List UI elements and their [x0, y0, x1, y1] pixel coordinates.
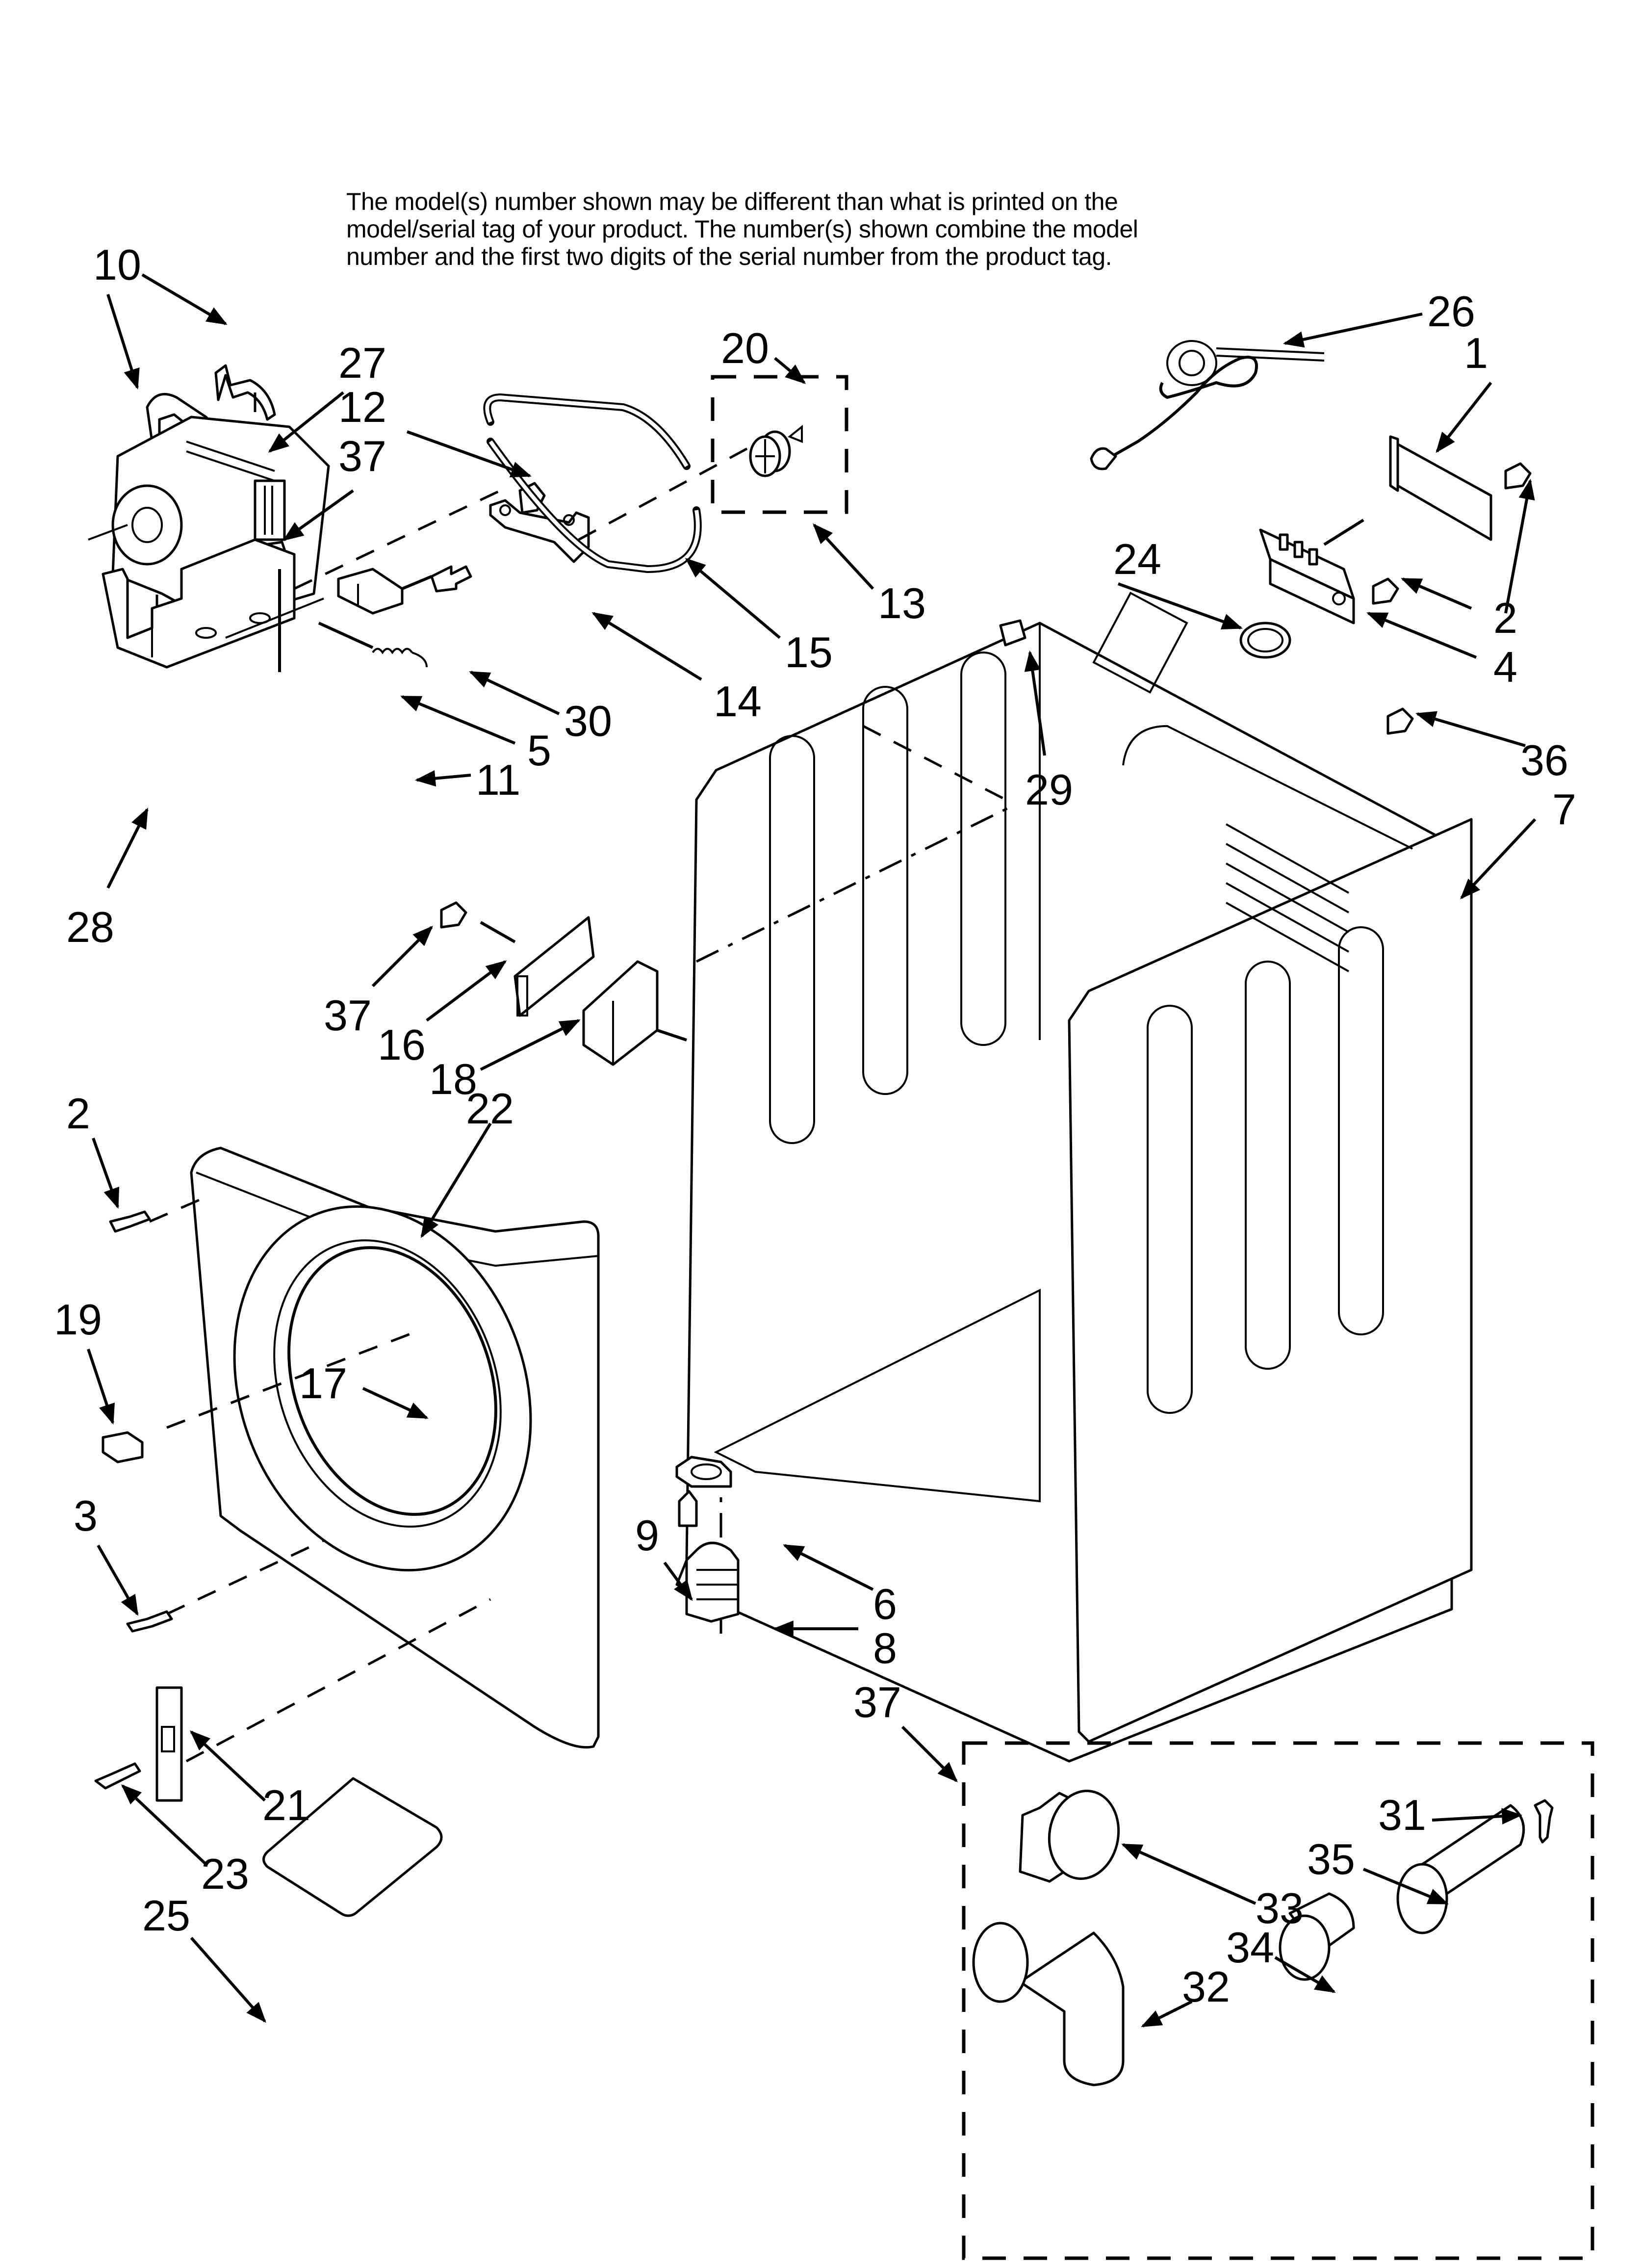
callout-22: 22 — [466, 1084, 514, 1133]
cord-clamp[interactable] — [1239, 622, 1291, 659]
callout-4: 4 — [1493, 643, 1517, 691]
terminal-block-cover[interactable] — [1389, 435, 1492, 541]
callout-23: 23 — [201, 1850, 249, 1898]
exhaust-tube[interactable] — [1396, 1804, 1525, 1934]
callout-19: 19 — [54, 1295, 102, 1344]
idler-pulley-kit-box — [711, 375, 848, 514]
cabinet[interactable] — [675, 592, 1473, 1763]
idler-bracket[interactable] — [489, 499, 590, 563]
motor-clamp-right[interactable] — [214, 364, 276, 421]
idler-pulley[interactable] — [749, 424, 803, 477]
callout-5: 5 — [527, 726, 551, 775]
callout-31: 31 — [1378, 1791, 1426, 1839]
leveling-leg[interactable] — [685, 1541, 740, 1623]
door-switch[interactable] — [102, 1431, 144, 1463]
screw-2-front[interactable] — [109, 1210, 151, 1233]
note-line-2: model/serial tag of your product. The nu… — [346, 215, 1138, 243]
note-line-3: number and the first two digits of the s… — [346, 243, 1112, 270]
motor-mount-bracket[interactable] — [102, 538, 324, 669]
callout-37-motor: 37 — [338, 432, 386, 480]
callout-32: 32 — [1182, 1962, 1230, 2011]
callout-2-right: 2 — [1493, 594, 1517, 642]
callout-15: 15 — [785, 628, 833, 677]
terminal-block[interactable] — [1259, 528, 1355, 625]
callout-20: 20 — [721, 324, 769, 372]
screw-36[interactable] — [1386, 707, 1414, 735]
callout-21: 21 — [262, 1781, 310, 1829]
door-strike[interactable] — [155, 1686, 183, 1802]
callout-29: 29 — [1025, 765, 1073, 814]
motor-switch[interactable] — [337, 568, 404, 615]
screw-2-terminal[interactable] — [1372, 577, 1399, 605]
screw-9[interactable] — [678, 1490, 698, 1527]
clamp[interactable] — [1279, 1892, 1355, 1981]
exhaust-hood[interactable] — [1019, 1785, 1126, 1884]
note-line-1: The model(s) number shown may be differe… — [346, 188, 1118, 215]
callout-37-kit: 37 — [853, 1678, 901, 1726]
callout-14: 14 — [714, 677, 762, 726]
board-bracket[interactable] — [582, 960, 659, 1066]
control-board[interactable] — [513, 916, 595, 1017]
callout-10: 10 — [93, 240, 141, 289]
door-seal[interactable] — [253, 1218, 531, 1543]
callout-labels: 10 27 12 37 30 5 11 28 14 15 13 20 26 1 … — [54, 240, 1576, 2011]
elbow[interactable] — [972, 1922, 1125, 2086]
screw-37-board[interactable] — [440, 901, 467, 929]
callout-1: 1 — [1464, 329, 1488, 377]
callout-3: 3 — [74, 1491, 98, 1540]
callout-18: 18 — [429, 1055, 477, 1103]
screw-3[interactable] — [126, 1610, 173, 1633]
callout-24: 24 — [1113, 535, 1161, 583]
model-number-note: The model(s) number shown may be differe… — [346, 188, 1327, 270]
callout-2-left: 2 — [66, 1089, 90, 1138]
callout-12: 12 — [338, 383, 386, 431]
callout-26: 26 — [1427, 287, 1475, 336]
drive-belt[interactable] — [483, 393, 702, 573]
clip-29[interactable] — [999, 619, 1026, 647]
callout-11: 11 — [476, 756, 520, 804]
callout-28: 28 — [66, 903, 114, 951]
callout-30: 30 — [564, 697, 612, 745]
idler-spring[interactable] — [372, 648, 428, 668]
leader-lines — [87, 273, 1537, 2028]
callout-25: 25 — [142, 1891, 190, 1940]
callout-17: 17 — [299, 1359, 347, 1408]
callout-16: 16 — [378, 1020, 426, 1069]
callout-13: 13 — [878, 579, 926, 627]
callout-7: 7 — [1552, 785, 1576, 834]
screw-31[interactable] — [1534, 1799, 1554, 1844]
callout-9: 9 — [635, 1511, 659, 1560]
screw-30[interactable] — [430, 565, 472, 593]
exhaust-kit-box — [962, 1741, 1594, 2260]
power-cord[interactable] — [1090, 340, 1325, 470]
screw-2-cover[interactable] — [1504, 462, 1532, 490]
callout-34: 34 — [1226, 1923, 1274, 1972]
callout-6: 6 — [873, 1580, 897, 1628]
callout-8: 8 — [873, 1624, 897, 1672]
callout-36: 36 — [1520, 736, 1568, 784]
leg-bracket[interactable] — [675, 1456, 732, 1488]
front-panel[interactable] — [185, 1147, 600, 1749]
callout-37-board: 37 — [324, 991, 372, 1040]
screw-23[interactable] — [94, 1762, 141, 1790]
callout-33: 33 — [1256, 1884, 1304, 1932]
callout-27: 27 — [338, 339, 386, 387]
literature-pack[interactable] — [262, 1777, 443, 1917]
callout-35: 35 — [1307, 1835, 1355, 1883]
